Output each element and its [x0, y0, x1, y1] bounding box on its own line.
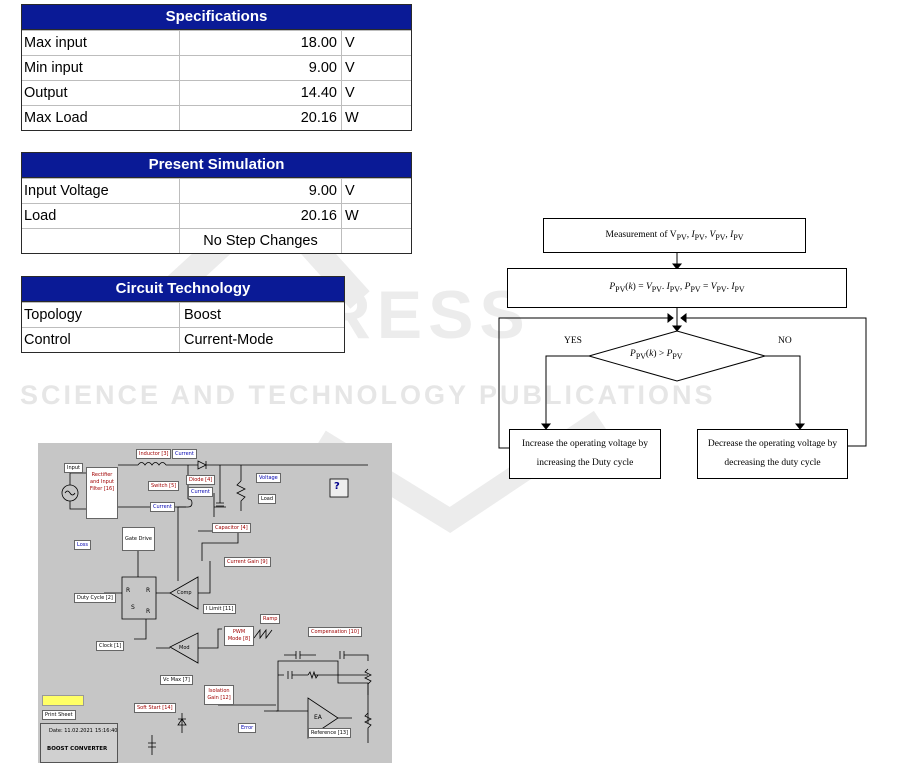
inductor-label[interactable]: Inductor [3]	[136, 449, 172, 459]
latch-s-text: S	[131, 604, 135, 611]
power-calculation-box: PPV(k) = VPV. IPV, PPV = VPV. IPV	[507, 268, 847, 308]
switch-label[interactable]: Switch [5]	[148, 481, 180, 491]
row-unit: W	[345, 110, 359, 126]
reference-label[interactable]: Reference [13]	[308, 728, 352, 738]
print-sheet-button[interactable]: Print Sheet	[42, 710, 76, 720]
mod-text: Mod	[179, 645, 190, 651]
specifications-title: Specifications	[22, 5, 411, 30]
help-icon[interactable]: ?	[334, 481, 340, 492]
row-value: 20.16	[180, 204, 342, 228]
decrease-voltage-box: Decrease the operating voltage by decrea…	[697, 429, 848, 479]
isolation-gain-block[interactable]: Isolation Gain [12]	[204, 685, 234, 705]
error-label[interactable]: Error	[238, 723, 257, 733]
compensation-label[interactable]: Compensation [10]	[308, 627, 362, 637]
clock-label[interactable]: Clock [1]	[96, 641, 125, 651]
row-label: Topology	[22, 303, 180, 327]
table-row: No Step Changes	[22, 228, 411, 253]
loss-label[interactable]: Loss	[74, 540, 91, 550]
row-unit: V	[345, 60, 355, 76]
present-simulation-title: Present Simulation	[22, 153, 411, 178]
watermark-subtitle: SCIENCE AND TECHNOLOGY PUBLICATIONS	[20, 380, 716, 410]
ea-text: EA	[314, 714, 322, 721]
capacitor-label[interactable]: Capacitor [4]	[212, 523, 251, 533]
step-changes-note: No Step Changes	[180, 229, 342, 253]
row-label: Max Load	[22, 106, 180, 130]
table-row: Topology Boost	[22, 302, 344, 327]
measurement-text: Measurement of VPV, IPV, VPV, IPV	[605, 229, 744, 242]
table-row: Max input 18.00 V	[22, 30, 411, 55]
row-value: 14.40	[180, 81, 342, 105]
increase-voltage-box: Increase the operating voltage by increa…	[509, 429, 661, 479]
gate-drive-block[interactable]: Gate Drive	[122, 527, 155, 551]
latch-r2-text: R	[146, 587, 151, 594]
schematic-panel: Input Rectifier and Input Filter [16] In…	[38, 443, 392, 763]
rectifier-block[interactable]: Rectifier and Input Filter [16]	[86, 467, 118, 519]
row-unit: W	[345, 208, 359, 224]
table-row: Input Voltage 9.00 V	[22, 178, 411, 203]
table-row: Output 14.40 V	[22, 80, 411, 105]
date-text: Date: 11.02.2021	[49, 728, 93, 734]
current-mid-label[interactable]: Current	[188, 487, 213, 497]
vc-max-label[interactable]: Vc Max [7]	[160, 675, 193, 685]
load-label[interactable]: Load	[258, 494, 276, 504]
row-value: Boost	[184, 307, 222, 323]
condition-text: PPV(k) > PPV	[630, 349, 683, 361]
current-low-label[interactable]: Current	[150, 502, 175, 512]
voltage-label[interactable]: Voltage	[256, 473, 281, 483]
circuit-technology-table: Circuit Technology Topology Boost Contro…	[21, 276, 345, 353]
row-unit: V	[345, 183, 355, 199]
pwm-mode-block[interactable]: PWM Mode [8]	[224, 626, 254, 646]
input-label[interactable]: Input	[64, 463, 83, 473]
table-row: Load 20.16 W	[22, 203, 411, 228]
present-simulation-table: Present Simulation Input Voltage 9.00 V …	[21, 152, 412, 254]
row-value: 18.00	[180, 31, 342, 55]
row-value: Current-Mode	[184, 332, 274, 348]
measurement-box: Measurement of VPV, IPV, VPV, IPV	[543, 218, 806, 253]
table-row: Max Load 20.16 W	[22, 105, 411, 130]
ramp-label[interactable]: Ramp	[260, 614, 281, 624]
duty-cycle-label[interactable]: Duty Cycle [2]	[74, 593, 116, 603]
latch-r3-text: R	[146, 608, 151, 615]
row-label: Max input	[22, 31, 180, 55]
ilimit-label[interactable]: I Limit [11]	[203, 604, 237, 614]
row-label: Input Voltage	[22, 179, 180, 203]
row-value: 9.00	[180, 179, 342, 203]
yes-label: YES	[564, 336, 582, 346]
power-equation: PPV(k) = VPV. IPV, PPV = VPV. IPV	[609, 282, 745, 294]
latch-r-text: R	[126, 587, 131, 594]
table-row: Control Current-Mode	[22, 327, 344, 352]
row-unit: V	[345, 85, 355, 101]
diode-label[interactable]: Diode [4]	[186, 475, 216, 485]
soft-start-label[interactable]: Soft Start [14]	[134, 703, 176, 713]
specifications-table: Specifications Max input 18.00 V Min inp…	[21, 4, 412, 131]
current-top-label[interactable]: Current	[172, 449, 197, 459]
row-value: 20.16	[180, 106, 342, 130]
time-text: 15:16:40	[95, 728, 118, 734]
row-label: Control	[22, 328, 180, 352]
comp-text: Comp	[177, 590, 192, 596]
row-value: 9.00	[180, 56, 342, 80]
schematic-title: BOOST CONVERTER	[47, 746, 108, 752]
current-gain-label[interactable]: Current Gain [9]	[224, 557, 271, 567]
table-row: Min input 9.00 V	[22, 55, 411, 80]
title-block: Date: 11.02.2021 15:16:40 BOOST CONVERTE…	[40, 723, 118, 763]
schematic-wiring	[61, 460, 372, 755]
row-unit: V	[345, 35, 355, 51]
row-label: Min input	[22, 56, 180, 80]
row-label: Load	[22, 204, 180, 228]
circuit-technology-title: Circuit Technology	[22, 277, 344, 302]
yellow-button[interactable]	[42, 695, 84, 706]
no-label: NO	[778, 336, 792, 346]
row-label: Output	[22, 81, 180, 105]
